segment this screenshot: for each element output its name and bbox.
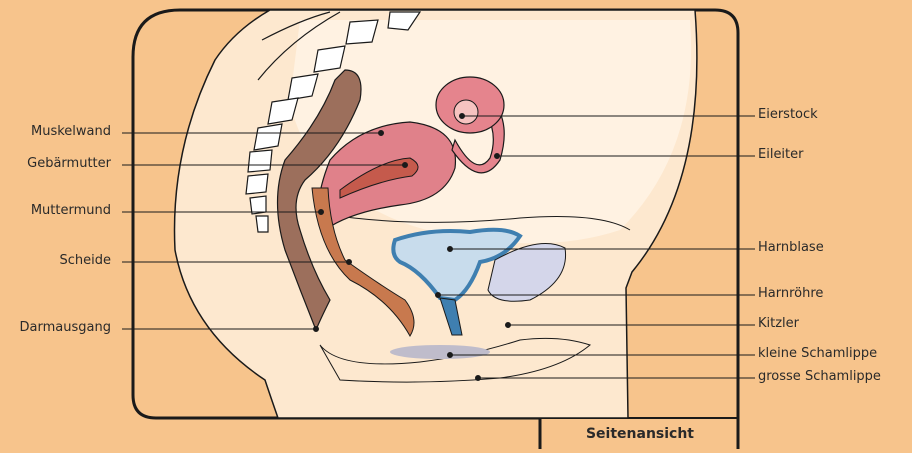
- view-caption: Seitenansicht: [540, 418, 740, 449]
- label-muttermund: Muttermund: [31, 203, 111, 219]
- label-harnroehre: Harnröhre: [758, 286, 823, 302]
- label-darmausgang: Darmausgang: [20, 320, 111, 336]
- label-gebaermutter: Gebärmutter: [27, 156, 111, 172]
- label-harnblase: Harnblase: [758, 240, 824, 256]
- label-eileiter: Eileiter: [758, 147, 804, 163]
- label-scheide: Scheide: [60, 253, 112, 269]
- label-kleine-schamlippe: kleine Schamlippe: [758, 346, 877, 362]
- label-eierstock: Eierstock: [758, 107, 818, 123]
- ovary-follicles: [454, 100, 478, 124]
- label-kitzler: Kitzler: [758, 316, 799, 332]
- label-muskelwand: Muskelwand: [31, 124, 111, 140]
- labia-minora-shade: [390, 345, 490, 359]
- label-grosse-schamlippe: grosse Schamlippe: [758, 369, 881, 385]
